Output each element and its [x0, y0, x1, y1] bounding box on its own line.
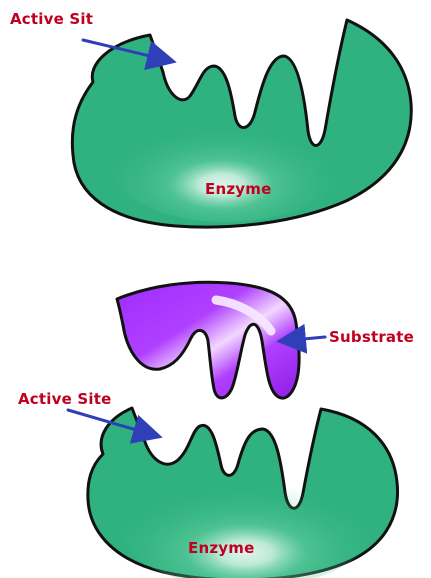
bottom-enzyme-label: Enzyme: [188, 539, 254, 557]
substrate-shape: [117, 282, 299, 398]
substrate-group: [117, 282, 299, 398]
substrate-label: Substrate: [329, 328, 414, 346]
bottom-active-site-label: Active Site: [18, 390, 111, 408]
top-enzyme-label: Enzyme: [205, 180, 271, 198]
top-active-site-label: Active Sit: [10, 10, 93, 28]
top-enzyme-highlight: [112, 112, 340, 222]
